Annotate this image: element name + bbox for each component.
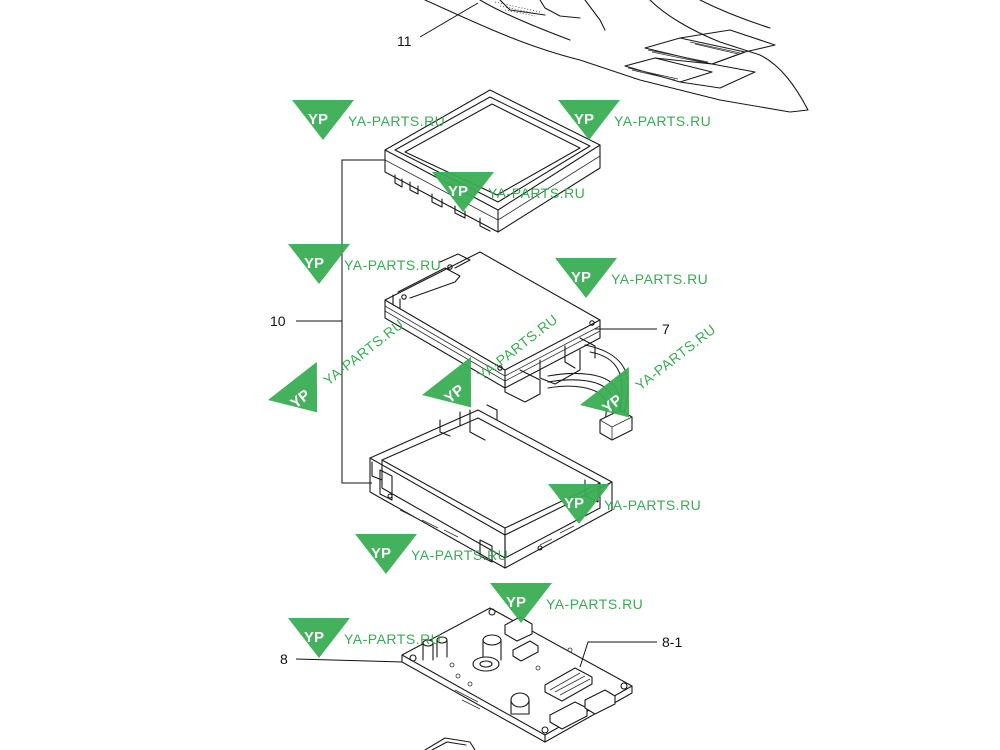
watermark-2: YP YA-PARTS.RU [558, 100, 711, 140]
watermark-text: YA-PARTS.RU [614, 113, 711, 129]
part-11-console-housing [424, 0, 809, 113]
watermark-5: YP YA-PARTS.RU [555, 258, 708, 298]
watermark-monogram: YP [574, 111, 594, 128]
watermark-monogram: YP [304, 629, 324, 646]
watermark-text: YA-PARTS.RU [320, 316, 407, 389]
watermark-text: YA-PARTS.RU [348, 113, 445, 129]
watermark-monogram: YP [304, 255, 324, 272]
watermark-3: YP YA-PARTS.RU [432, 172, 585, 212]
watermark-monogram: YP [371, 545, 391, 562]
part-next-partial [424, 737, 476, 750]
leader-lines [295, 2, 657, 668]
watermark-monogram: YP [571, 269, 591, 286]
watermark-12: YP YA-PARTS.RU [288, 618, 441, 658]
part-7-display-module [384, 251, 633, 441]
callout-10: 10 [270, 313, 286, 329]
watermark-11: YP YA-PARTS.RU [490, 583, 643, 623]
watermark-text: YA-PARTS.RU [488, 185, 585, 201]
watermark-text: YA-PARTS.RU [411, 547, 508, 563]
callout-8-1: 8-1 [662, 634, 682, 650]
watermark-monogram: YP [448, 183, 468, 200]
watermark-text: YA-PARTS.RU [546, 596, 643, 612]
watermark-4: YP YA-PARTS.RU [288, 244, 441, 284]
watermark-monogram: YP [506, 594, 526, 611]
watermark-10: YP YA-PARTS.RU [355, 534, 508, 574]
watermark-1: YP YA-PARTS.RU [292, 100, 445, 140]
watermark-text: YA-PARTS.RU [344, 631, 441, 647]
watermark-9: YP YA-PARTS.RU [548, 484, 701, 524]
watermark-monogram: YP [564, 495, 584, 512]
watermark-6-rotated: YP YA-PARTS.RU [268, 316, 407, 413]
part-10-cover-frame [384, 89, 601, 233]
watermark-8-rotated: YP YA-PARTS.RU [580, 321, 719, 418]
callout-7: 7 [662, 321, 670, 337]
watermark-text: YA-PARTS.RU [611, 271, 708, 287]
callout-8: 8 [280, 651, 288, 667]
part-8-circuit-board [401, 607, 633, 743]
watermark-text: YA-PARTS.RU [604, 497, 701, 513]
callout-11: 11 [397, 33, 412, 49]
watermark-monogram: YP [308, 111, 328, 128]
watermark-text: YA-PARTS.RU [344, 257, 441, 273]
watermark-text: YA-PARTS.RU [632, 321, 719, 394]
part-10-bottom-case [369, 404, 613, 569]
